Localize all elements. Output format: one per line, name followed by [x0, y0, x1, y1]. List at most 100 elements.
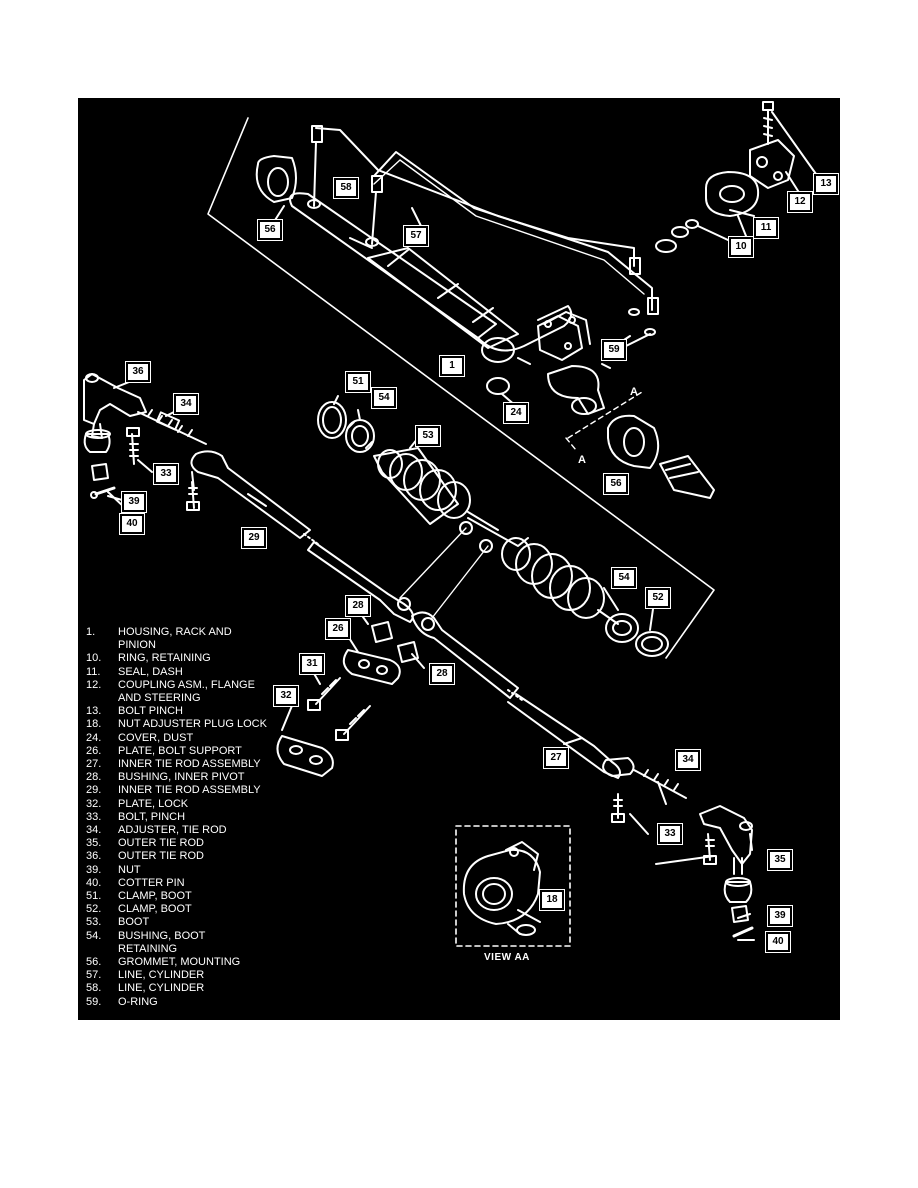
- nut-39-left: [91, 463, 109, 481]
- dash-seal-11: [705, 171, 760, 217]
- callout-12: 12: [788, 192, 812, 212]
- adjuster-34-right: [633, 769, 687, 799]
- legend-number: 12.: [86, 678, 102, 691]
- grommet-56-top: [255, 155, 297, 203]
- legend-row: 35. OUTER TIE ROD: [86, 837, 296, 850]
- legend-description: COVER, DUST: [118, 731, 194, 744]
- legend-row: 54.BUSHING, BOOT RETAINING: [86, 930, 296, 956]
- legend-row: 26. PLATE, BOLT SUPPORT: [86, 745, 296, 758]
- callout-51: 51: [346, 372, 370, 392]
- legend-description: BOOT: [118, 916, 150, 929]
- callout-11: 11: [754, 218, 778, 238]
- grommet-56-right: [607, 414, 660, 469]
- legend-row: 1.HOUSING, RACK AND PINION: [86, 626, 296, 652]
- bolt-support-plate-26: [342, 649, 401, 685]
- legend-number: 28.: [86, 771, 102, 784]
- callout-18: 18: [540, 890, 564, 910]
- callout-36: 36: [126, 362, 150, 382]
- lock-plate-32: [276, 735, 334, 777]
- legend-description: SEAL, DASH: [118, 665, 183, 678]
- legend-number: 51.: [86, 890, 102, 903]
- seal-cup-left: [83, 433, 111, 453]
- legend-number: 33.: [86, 810, 102, 823]
- callout-58: 58: [334, 178, 358, 198]
- legend-description: INNER TIE ROD ASSEMBLY: [118, 784, 261, 797]
- callout-54-a: 54: [372, 388, 396, 408]
- callout-28-a: 28: [346, 596, 370, 616]
- legend-description: BUSHING, INNER PIVOT: [118, 771, 245, 784]
- legend-row: 27. INNER TIE ROD ASSEMBLY: [86, 758, 296, 771]
- inner-tie-rod-27: [411, 611, 519, 699]
- line-fitting-right-1: [629, 257, 641, 275]
- legend-description: BOLT, PINCH: [118, 810, 186, 823]
- callout-33-b: 33: [658, 824, 682, 844]
- callout-27: 27: [544, 748, 568, 768]
- legend-row: 51.CLAMP, BOOT: [86, 890, 296, 903]
- callout-52: 52: [646, 588, 670, 608]
- legend-description: GROMMET, MOUNTING: [118, 956, 241, 969]
- legend-row: 52.CLAMP, BOOT: [86, 903, 296, 916]
- callout-40-b: 40: [766, 932, 790, 952]
- legend-row: 32.PLATE, LOCK: [86, 798, 296, 811]
- legend-row: 36.OUTER TIE ROD: [86, 850, 296, 863]
- callout-26: 26: [326, 619, 350, 639]
- legend-row: 24.COVER, DUST: [86, 732, 296, 745]
- legend-description: COTTER PIN: [118, 876, 185, 889]
- legend-description: LINE, CYLINDER: [118, 982, 205, 995]
- retaining-ring-10: [655, 239, 677, 253]
- callout-53: 53: [416, 426, 440, 446]
- cylinder-line-57: [373, 151, 653, 311]
- legend-description: INNER TIE ROD ASSEMBLY: [118, 758, 261, 771]
- boot-bushing-54-right: [605, 613, 639, 643]
- legend-row: 33. BOLT, PINCH: [86, 811, 296, 824]
- coupling-12: [749, 139, 795, 189]
- legend-description: RING, RETAINING: [118, 652, 211, 665]
- callout-56-a: 56: [258, 220, 282, 240]
- legend-row: 11.SEAL, DASH: [86, 666, 296, 679]
- legend-number: 18.: [86, 718, 102, 731]
- legend-number: 1.: [86, 626, 96, 638]
- legend-number: 13.: [86, 705, 102, 718]
- legend-row: 34.ADJUSTER, TIE ROD: [86, 824, 296, 837]
- legend-row: 13. BOLT PINCH: [86, 705, 296, 718]
- boot-clamp-51: [317, 401, 347, 439]
- callout-34-a: 34: [174, 394, 198, 414]
- callout-39-b: 39: [768, 906, 792, 926]
- boot-53-right: [501, 537, 619, 625]
- legend-number: 10.: [86, 652, 102, 665]
- legend-number: 35.: [86, 837, 102, 850]
- diagram-panel: A A 1 10 11 12 13 18 24 26 27 28 28 29 3…: [78, 98, 840, 1020]
- legend-number: 54.: [86, 929, 102, 942]
- legend-row: 29.INNER TIE ROD ASSEMBLY: [86, 784, 296, 797]
- legend-description: PLATE, LOCK: [118, 797, 189, 810]
- callout-57: 57: [404, 226, 428, 246]
- seal-cup-right: [723, 881, 753, 903]
- boot-53: [373, 447, 499, 531]
- legend-row: 28. BUSHING, INNER PIVOT: [86, 771, 296, 784]
- exploded-diagram-art: [83, 101, 817, 947]
- callout-56-b: 56: [604, 474, 628, 494]
- nut-39-right: [731, 905, 749, 923]
- callout-54-b: 54: [612, 568, 636, 588]
- legend-row: 58. LINE, CYLINDER: [86, 982, 296, 995]
- legend-row: 12.COUPLING ASM., FLANGE AND STEERING: [86, 679, 296, 705]
- legend-number: 26.: [86, 744, 102, 757]
- legend-description: PLATE, BOLT SUPPORT: [118, 744, 242, 757]
- legend-number: 58.: [86, 982, 102, 995]
- legend-description: BOLT PINCH: [118, 705, 183, 718]
- legend-description: OUTER TIE ROD: [118, 850, 204, 863]
- boot-clamp-52: [635, 631, 669, 657]
- legend-row: 10. RING, RETAINING: [86, 652, 296, 665]
- legend-description: OUTER TIE ROD: [118, 837, 204, 850]
- callout-39-a: 39: [122, 492, 146, 512]
- legend-row: 53.BOOT: [86, 916, 296, 929]
- callout-35: 35: [768, 850, 792, 870]
- callout-13: 13: [814, 174, 838, 194]
- legend-number: 59.: [86, 995, 102, 1008]
- legend-number: 27.: [86, 758, 102, 771]
- view-aa-box: [455, 825, 571, 947]
- callout-31: 31: [300, 654, 324, 674]
- section-letter-a-bottom: A: [578, 454, 586, 466]
- callout-1: 1: [440, 356, 464, 376]
- legend-number: 40.: [86, 876, 102, 889]
